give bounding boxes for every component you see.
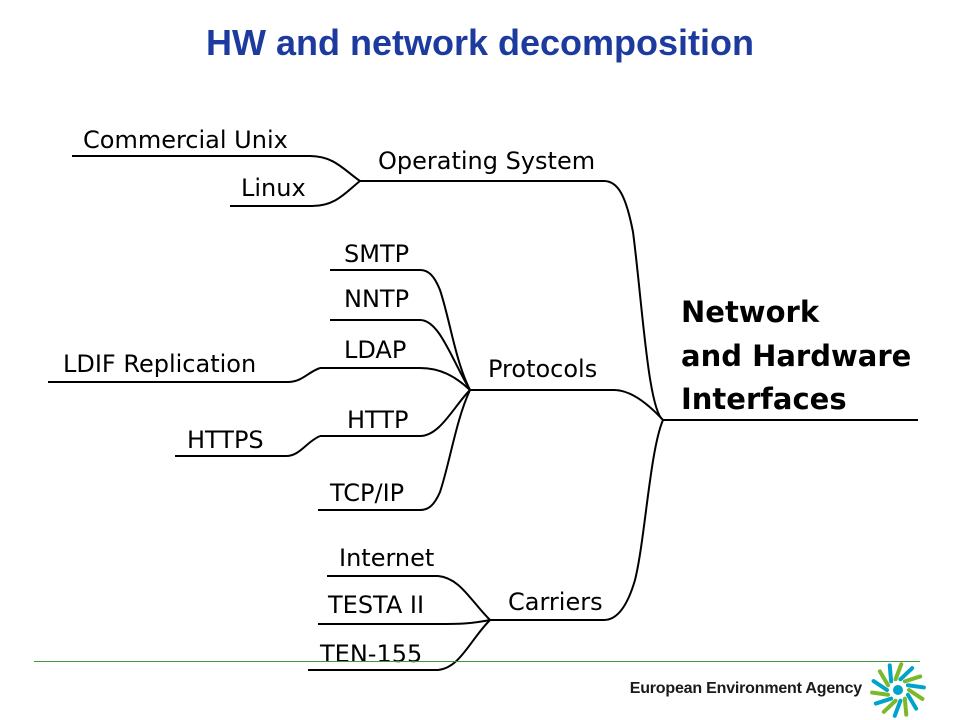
- leaf-label-smtp: SMTP: [344, 240, 409, 268]
- leaf-connector-https: [175, 435, 321, 457]
- leaf-connector-http: [320, 389, 471, 437]
- logo-petal: [905, 692, 919, 711]
- leaf-connector-tcpip: [318, 389, 471, 511]
- leaf-connector-ten-155: [308, 619, 491, 671]
- leaf-connector-commercial-unix: [72, 155, 361, 182]
- group-label-carriers: Carriers: [508, 588, 603, 616]
- logo-petal: [887, 663, 894, 684]
- leaf-label-https: HTTPS: [187, 426, 264, 454]
- logo-petal: [881, 698, 898, 714]
- logo-petal: [902, 696, 909, 717]
- leaf-label-http: HTTP: [347, 406, 408, 434]
- leaf-label-nntp: NNTP: [344, 285, 409, 313]
- leaf-label-linux: Linux: [241, 174, 306, 202]
- logo-petal: [902, 674, 923, 684]
- leaf-connector-ldap: [320, 367, 471, 391]
- leaf-label-ldap: LDAP: [344, 336, 406, 364]
- leaf-connector-smtp: [330, 269, 471, 391]
- logo-petal: [893, 662, 904, 682]
- leaf-connector-nntp: [330, 319, 471, 391]
- leaf-connector-ldif-replication: [48, 367, 321, 383]
- logo-petal: [907, 688, 925, 701]
- logo-petal: [905, 683, 926, 690]
- root-label-line-3: Interfaces: [681, 382, 847, 416]
- leaf-label-ten-155: TEN-155: [319, 640, 422, 668]
- leaf-label-internet: Internet: [339, 544, 434, 572]
- footer-divider: [34, 661, 920, 662]
- logo-petal: [873, 696, 894, 706]
- eea-logo-icon: [870, 662, 926, 718]
- leaf-label-testa-ii: TESTA II: [327, 591, 424, 619]
- os-connector: [360, 180, 664, 421]
- leaf-connector-internet: [327, 575, 491, 621]
- logo-petal: [892, 698, 903, 718]
- carriers-connector: [490, 419, 664, 621]
- leaf-connector-testa-ii: [318, 619, 491, 625]
- slide-title: HW and network decomposition: [205, 22, 754, 63]
- leaf-label-commercial-unix: Commercial Unix: [83, 126, 288, 154]
- leaf-label-tcpip: TCP/IP: [329, 479, 404, 507]
- root-label-line-2: and Hardware: [681, 339, 911, 373]
- logo-petal: [898, 666, 915, 682]
- protocols-connector: [470, 389, 664, 421]
- root-label-line-1: Network: [681, 295, 820, 329]
- logo-petal: [870, 690, 891, 697]
- group-label-protocols: Protocols: [488, 355, 597, 383]
- agency-name: European Environment Agency: [629, 680, 862, 697]
- leaf-connector-linux: [230, 180, 361, 207]
- logo-petal: [877, 669, 891, 688]
- logo-petal: [871, 679, 889, 692]
- group-label-operating-system: Operating System: [378, 147, 595, 175]
- leaf-label-ldif-replication: LDIF Replication: [63, 350, 256, 378]
